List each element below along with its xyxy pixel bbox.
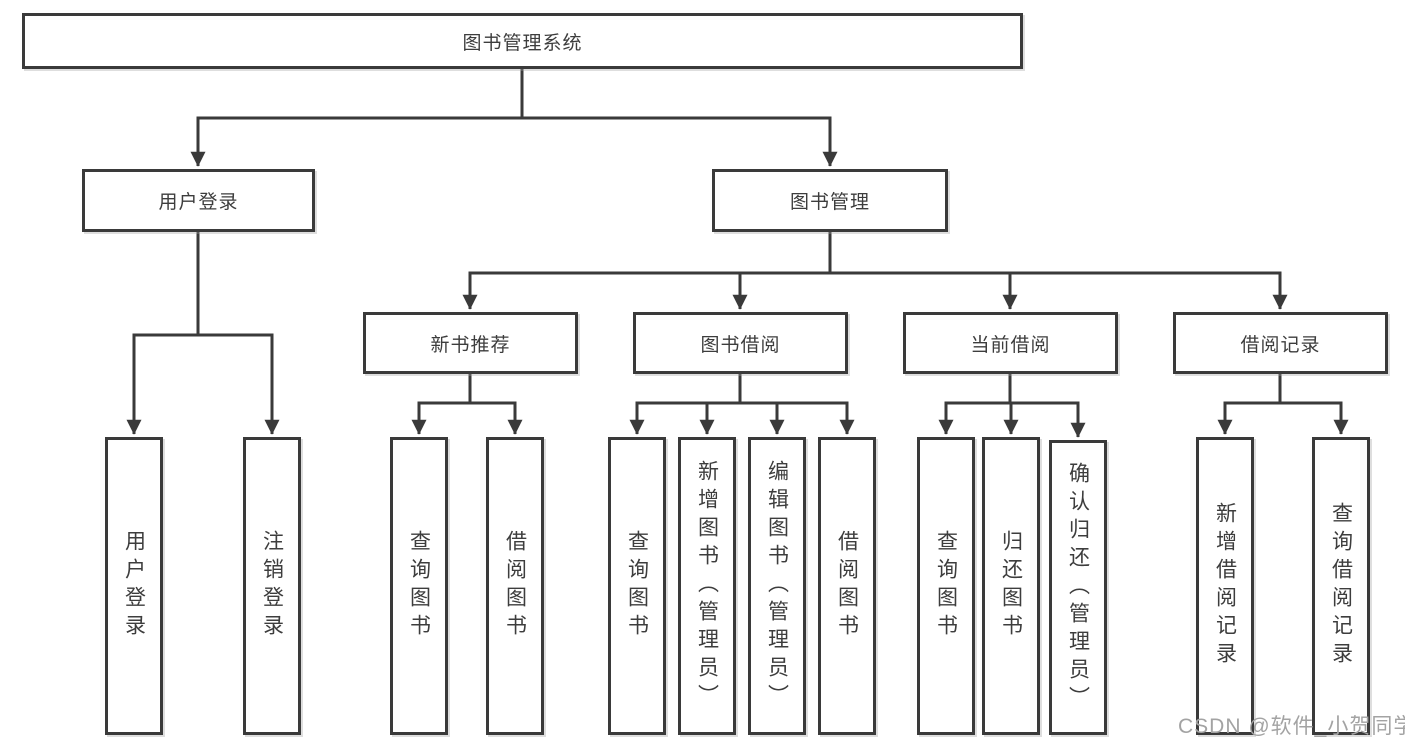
node-book-management: 图书管理 (712, 169, 948, 232)
leaf-query-books-borrowing-label: 查询图书 (625, 530, 649, 642)
leaf-logout-label: 注销登录 (260, 530, 284, 642)
node-new-book-recommend-label: 新书推荐 (430, 334, 511, 356)
node-book-borrowing: 图书借阅 (633, 312, 848, 374)
node-root-label: 图书管理系统 (462, 32, 583, 54)
leaf-return-books-label: 归还图书 (999, 530, 1023, 642)
leaf-user-login-label: 用户登录 (122, 530, 146, 642)
node-current-borrowing-label: 当前借阅 (970, 334, 1051, 356)
node-root: 图书管理系统 (22, 13, 1023, 69)
leaf-confirm-return-admin-label: 确认归还（管理员） (1066, 461, 1090, 714)
leaf-confirm-return-admin: 确认归还（管理员） (1049, 440, 1107, 735)
node-book-borrowing-label: 图书借阅 (700, 334, 781, 356)
node-user-login-branch-label: 用户登录 (158, 192, 239, 213)
leaf-query-books-recommend-label: 查询图书 (407, 530, 431, 642)
leaf-add-borrow-record-label: 新增借阅记录 (1213, 502, 1237, 670)
leaf-add-borrow-record: 新增借阅记录 (1196, 437, 1254, 735)
leaf-query-books-borrowing: 查询图书 (608, 437, 666, 735)
leaf-borrow-books-recommend-label: 借阅图书 (503, 530, 527, 642)
leaf-return-books: 归还图书 (982, 437, 1040, 735)
leaf-borrow-books-borrowing: 借阅图书 (818, 437, 876, 735)
leaf-edit-books-admin: 编辑图书（管理员） (748, 437, 806, 735)
node-borrowing-records: 借阅记录 (1173, 312, 1388, 374)
leaf-edit-books-admin-label: 编辑图书（管理员） (765, 460, 789, 712)
leaf-query-books-current: 查询图书 (917, 437, 975, 735)
leaf-borrow-books-borrowing-label: 借阅图书 (835, 530, 859, 642)
node-borrowing-records-label: 借阅记录 (1240, 334, 1321, 356)
leaf-logout: 注销登录 (243, 437, 301, 735)
leaf-add-books-admin: 新增图书（管理员） (678, 437, 736, 735)
leaf-query-borrow-record: 查询借阅记录 (1312, 437, 1370, 735)
node-book-management-label: 图书管理 (789, 192, 870, 213)
leaf-borrow-books-recommend: 借阅图书 (486, 437, 544, 735)
leaf-query-books-current-label: 查询图书 (934, 530, 958, 642)
node-new-book-recommend: 新书推荐 (363, 312, 578, 374)
node-current-borrowing: 当前借阅 (903, 312, 1118, 374)
node-user-login-branch: 用户登录 (82, 169, 315, 232)
csdn-watermark: CSDN @软件_小贺同学 (1178, 715, 1405, 738)
leaf-query-borrow-record-label: 查询借阅记录 (1329, 502, 1353, 670)
leaf-add-books-admin-label: 新增图书（管理员） (695, 460, 719, 712)
leaf-user-login: 用户登录 (105, 437, 163, 735)
leaf-query-books-recommend: 查询图书 (390, 437, 448, 735)
